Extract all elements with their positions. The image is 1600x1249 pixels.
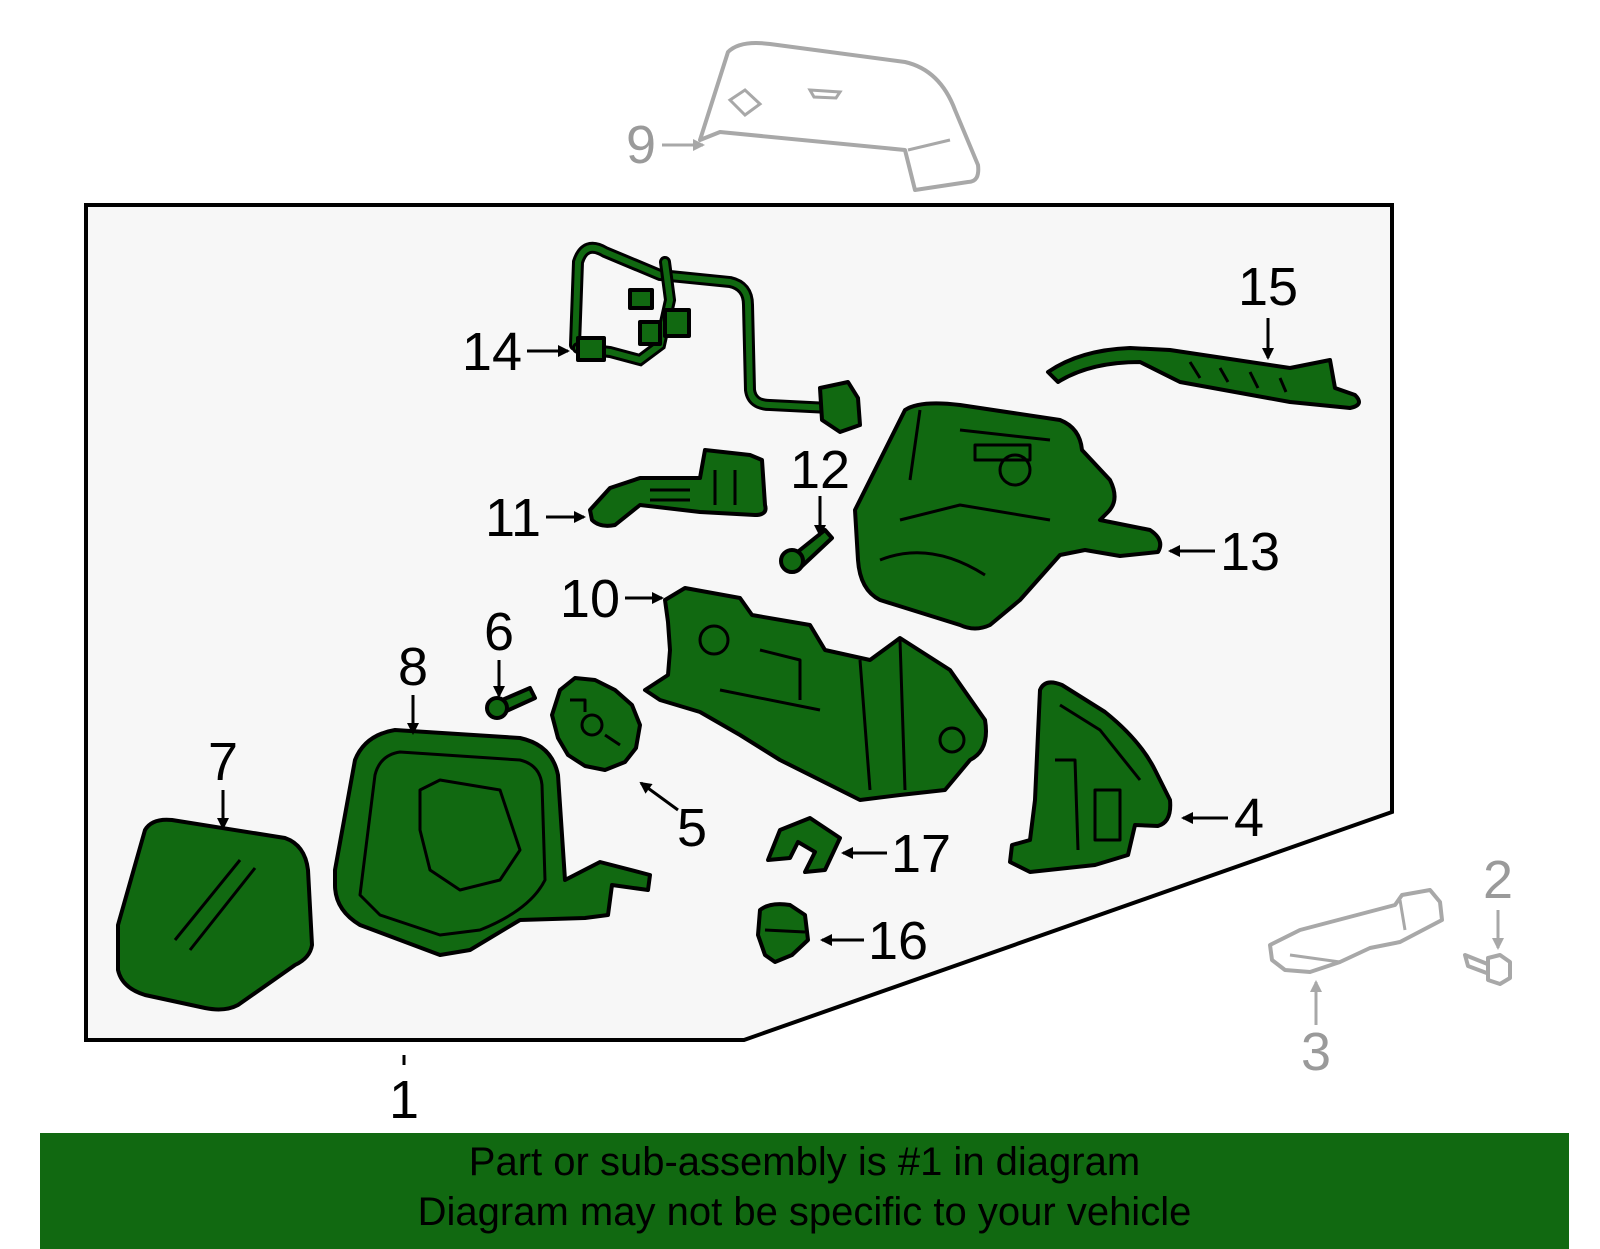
part-10-actuator-housing <box>643 586 988 802</box>
part-12-screw <box>779 528 834 574</box>
callout-11: 11 <box>485 488 541 548</box>
callout-9: 9 <box>626 115 656 175</box>
part-16-lamp <box>756 902 810 964</box>
part-3-bracket <box>1268 888 1444 974</box>
banner-line-2: Diagram may not be specific to your vehi… <box>417 1190 1192 1234</box>
callout-3: 3 <box>1301 1022 1331 1082</box>
part-7-mirror-glass <box>116 817 314 1012</box>
callout-2: 2 <box>1483 850 1513 910</box>
callout-12: 12 <box>790 440 850 500</box>
callout-16: 16 <box>868 911 928 971</box>
callout-1: 1 <box>389 1070 419 1130</box>
part-8-glass-holder <box>333 728 652 957</box>
part-13-mirror-base <box>853 401 1163 631</box>
callout-5: 5 <box>677 798 707 858</box>
part-4-housing-shell <box>1008 680 1173 874</box>
callout-13: 13 <box>1220 522 1280 582</box>
callout-14: 14 <box>462 322 522 382</box>
part-14-wiring-harness <box>569 241 862 434</box>
part-2-bolt <box>1463 953 1512 986</box>
callout-8: 8 <box>398 637 428 697</box>
banner-line-1: Part or sub-assembly is #1 in diagram <box>468 1140 1141 1184</box>
part-6-screw <box>485 686 537 720</box>
disclaimer-banner: Part or sub-assembly is #1 in diagram Di… <box>40 1133 1569 1249</box>
part-17-clip <box>766 816 842 874</box>
callout-6: 6 <box>484 602 514 662</box>
part-9-mirror-cover <box>698 41 981 192</box>
part-15-trim-strip <box>1046 346 1361 410</box>
callout-17: 17 <box>891 824 951 884</box>
callout-4: 4 <box>1234 788 1264 848</box>
leader-5 <box>639 781 679 812</box>
part-5-motor-gear <box>550 676 642 772</box>
part-11-bracket <box>588 448 768 528</box>
callout-15: 15 <box>1238 257 1298 317</box>
callout-7: 7 <box>208 732 238 792</box>
callout-10: 10 <box>560 569 620 629</box>
